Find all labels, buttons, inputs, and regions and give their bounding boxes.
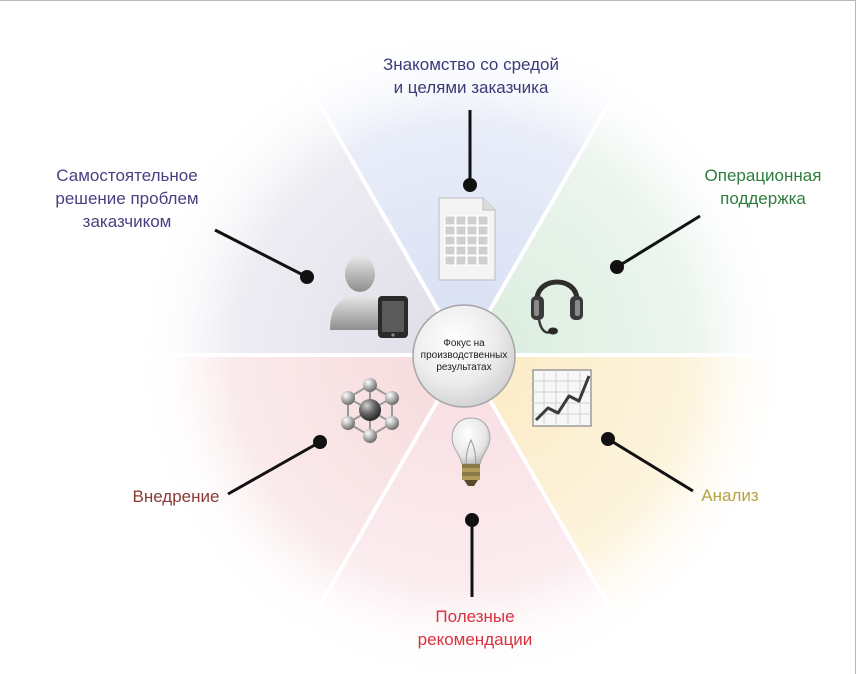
label-bottom-left: Внедрение: [116, 485, 236, 508]
connector-line: [616, 214, 701, 269]
connector-dot: [610, 260, 624, 274]
sector-bottom-right: [464, 355, 844, 674]
label-line: поддержка: [720, 189, 806, 208]
label-line: Самостоятельное: [56, 166, 198, 185]
headset-icon: [531, 279, 583, 335]
user-tablet-icon: [330, 256, 408, 338]
connector-dot: [465, 513, 479, 527]
label-top: Знакомство со средой и целями заказчика: [346, 53, 596, 99]
label-bottom-right: Анализ: [685, 484, 775, 507]
connector-line: [214, 228, 308, 279]
label-line: заказчиком: [82, 212, 172, 231]
label-line: Операционная: [704, 166, 822, 185]
center-label-line: результатах: [436, 362, 492, 373]
sector-bottom: [280, 355, 648, 674]
label-line: решение проблем: [55, 189, 199, 208]
sector-top-right: [464, 25, 844, 355]
label-line: Анализ: [701, 486, 759, 505]
center-label-line: Фокус на: [443, 338, 485, 349]
connector-line: [607, 437, 694, 493]
center-circle: [412, 304, 516, 408]
center-label-line: производственных: [420, 350, 508, 361]
sector-divider: [462, 354, 650, 674]
document-table-icon: [438, 197, 496, 281]
sector-divider: [272, 24, 466, 356]
light-bulb-icon: [451, 417, 491, 486]
sector-divider: [278, 354, 466, 674]
network-nodes-icon: [341, 378, 399, 443]
label-line: Внедрение: [132, 487, 220, 506]
label-line: Знакомство со средой: [383, 55, 559, 74]
connector-dot: [300, 270, 314, 284]
label-line: и целями заказчика: [393, 78, 549, 97]
label-bottom: Полезные рекомендации: [390, 605, 560, 651]
connector-dot: [463, 178, 477, 192]
label-line: рекомендации: [417, 630, 533, 649]
label-top-right: Операционная поддержка: [688, 164, 838, 210]
line-chart-icon: [532, 369, 592, 427]
connector-dot: [601, 432, 615, 446]
label-line: Полезные: [435, 607, 515, 626]
connector-line: [227, 440, 321, 496]
center-label: Фокус на производственных результатах: [413, 305, 515, 407]
label-top-left: Самостоятельное решение проблем заказчик…: [42, 164, 212, 233]
connector-dot: [313, 435, 327, 449]
sector-top: [274, 25, 654, 355]
sector-divider: [462, 24, 656, 356]
